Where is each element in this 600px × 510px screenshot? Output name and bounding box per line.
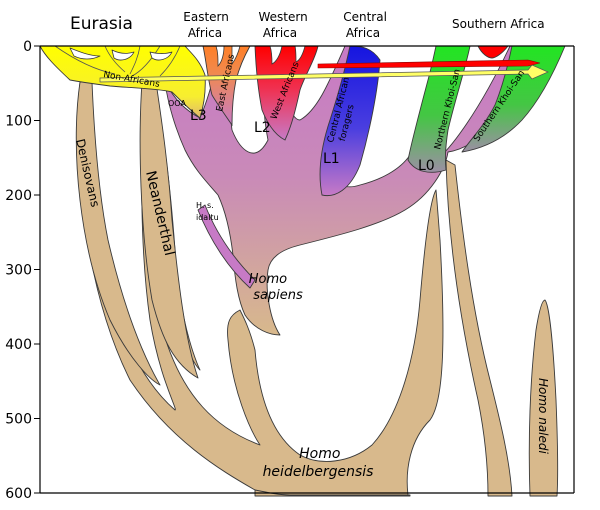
region-central-africa: Central Africa [343,10,391,40]
east-african-split [215,45,241,67]
y-tick-label: 400 [5,337,32,353]
label-l1: L1 [323,151,340,167]
y-tick-label: 100 [5,114,32,130]
central-african-lineage [319,45,381,197]
y-tick-label: 600 [5,486,32,502]
neanderthal-branch [139,81,199,379]
label-l2: L2 [254,120,271,136]
west-african-split [269,45,306,65]
back-migration-arrow [317,59,541,69]
label-homo-sapiens: Homo sapiens [249,272,303,303]
denisovan-branch [75,81,161,386]
region-southern-africa: Southern Africa [452,17,545,31]
non-african-lineage [39,45,206,119]
east-african-lineage [202,45,251,127]
migration-arrows [99,59,549,83]
archaic-side-branch [445,159,513,497]
label-h-s-idaltu: H. s. idaltu [196,201,219,222]
archaic-lineages [75,81,559,497]
region-western-africa: Western Africa [258,10,311,40]
west-african-lineage [254,45,319,141]
homo-naledi-branch [528,299,559,497]
label-ooa: OOA [168,99,186,108]
idaltu-branch [197,204,256,289]
label-l3: L3 [190,108,207,124]
y-tick-label: 300 [5,263,32,279]
khoisan-red-split [477,45,509,59]
non-african-branching [54,45,181,77]
y-axis-ticks: 0 100 200 300 400 500 600 [5,39,40,502]
heidelbergensis-base [254,489,411,497]
non-african-holes [69,47,173,61]
label-l0: L0 [418,158,435,174]
label-homo-heidelbergensis: Homo heidelbergensis [263,446,374,480]
label-homo-naledi: Homo naledi [536,378,550,455]
region-eurasia: Eurasia [70,14,133,34]
northern-khoisan-lineage [407,45,471,173]
region-eastern-africa: Eastern Africa [183,10,232,40]
ooa-arrow [99,64,549,83]
y-tick-label: 0 [23,39,32,55]
non-african-region [39,45,206,119]
y-tick-label: 200 [5,188,32,204]
y-tick-label: 500 [5,412,32,428]
